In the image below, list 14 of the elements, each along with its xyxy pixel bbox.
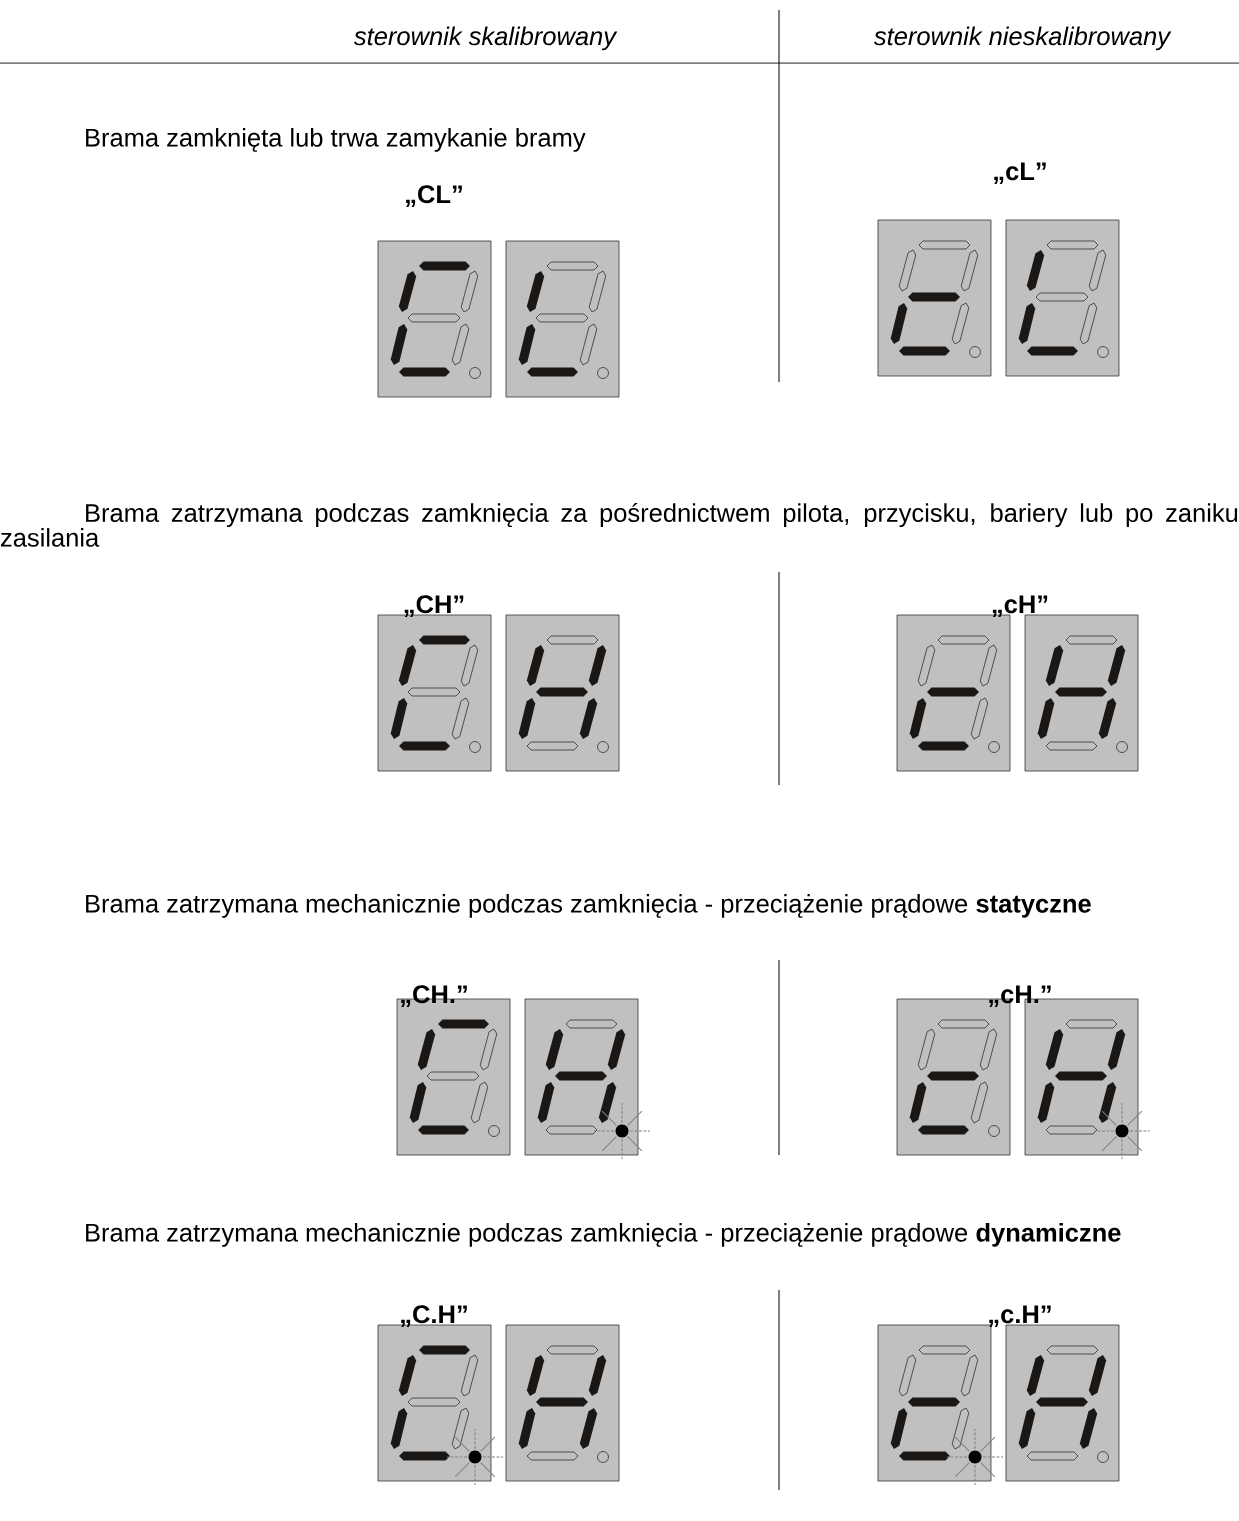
- description-text: Brama zatrzymana mechanicznie podczas zamknięcia - przeciążenie prądowe dynamiczne: [86, 1223, 1121, 1247]
- display-code: „cH.”: [989, 985, 1051, 1007]
- description-text: Brama zatrzymana mechanicznie podczas zamknięcia - przeciążenie prądowe statyczne: [86, 894, 1091, 918]
- description-text: Brama zamknięta lub trwa zamykanie bramy: [86, 128, 586, 152]
- display-code: „cL”: [994, 162, 1046, 184]
- display-code: „C.H”: [401, 1305, 467, 1327]
- display-code: „CH.”: [401, 985, 467, 1007]
- display-code: „CH”: [404, 595, 464, 617]
- display-code: „CL”: [406, 185, 462, 207]
- display-code: „cH”: [992, 595, 1048, 617]
- column-heading: sterownik skalibrowany: [353, 26, 618, 51]
- column-heading: sterownik nieskalibrowany: [873, 26, 1172, 51]
- description-text: Brama zatrzymana podczas zamknięcia za pośrednictwem pilota, przycisku, bariery lub po zaniku zasilania: [1, 503, 1238, 547]
- display-code: „c.H”: [989, 1305, 1051, 1327]
